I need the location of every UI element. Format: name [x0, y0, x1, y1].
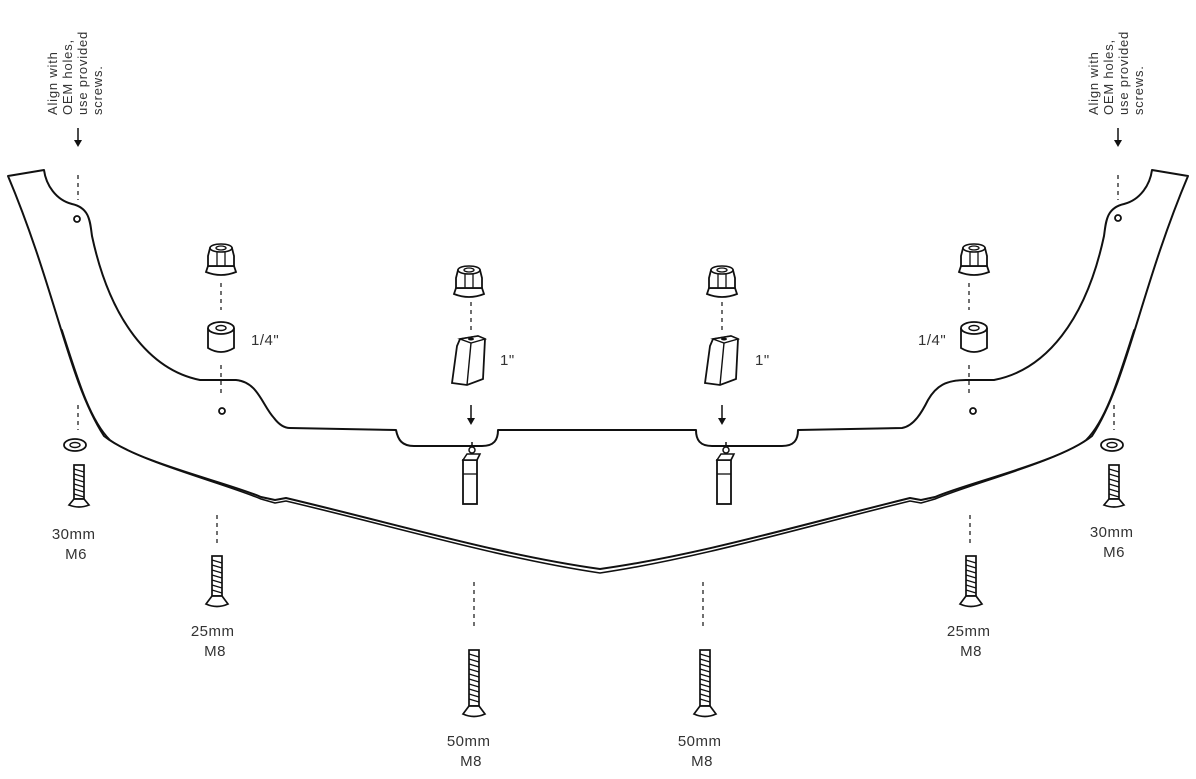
washer-left: [63, 438, 87, 452]
arrow-center-left: [467, 405, 475, 425]
spacer-quarter-inch-right: [960, 321, 988, 353]
oem-hole-right: [1114, 214, 1122, 222]
screw-label-center-right: 50mm M8: [678, 733, 726, 770]
flange-nut-right: [958, 243, 990, 276]
arrow-center-right: [718, 405, 726, 425]
spacer-label-right: 1/4": [918, 332, 946, 349]
screw-30mm-left: [68, 464, 90, 508]
arrow-right-note: [1114, 128, 1122, 147]
spacer-quarter-inch-left: [207, 321, 235, 353]
screw-25mm-left: [205, 555, 229, 608]
screw-50mm-right: [693, 649, 717, 718]
callout-note-right: Align with OEM holes, use provided screw…: [1086, 27, 1146, 115]
screw-label-outer-right: 30mm M6: [1090, 524, 1138, 561]
spacer-label-center-left: 1": [500, 352, 515, 369]
screw-50mm-left: [462, 649, 486, 718]
spacer-label-left: 1/4": [251, 332, 279, 349]
callout-note-left: Align with OEM holes, use provided screw…: [45, 27, 105, 115]
screw-label-center-left: 50mm M8: [447, 733, 495, 770]
flange-nut-center-left: [453, 265, 485, 298]
mount-hole-right: [969, 407, 977, 415]
wedge-spacer-center-right: [704, 335, 739, 386]
arrow-left-note: [74, 128, 82, 147]
bracket-center-left: [462, 441, 481, 505]
mount-hole-left: [218, 407, 226, 415]
screw-label-mid-left: 25mm M8: [191, 623, 239, 660]
screw-30mm-right: [1103, 464, 1125, 508]
wedge-spacer-center-left: [451, 335, 486, 386]
screw-label-outer-left: 30mm M6: [52, 526, 100, 563]
front-lip-outline: [7, 169, 1189, 574]
bracket-center-right: [716, 441, 735, 505]
flange-nut-center-right: [706, 265, 738, 298]
screw-label-mid-right: 25mm M8: [947, 623, 995, 660]
screw-25mm-right: [959, 555, 983, 608]
washer-right: [1100, 438, 1124, 452]
spacer-label-center-right: 1": [755, 352, 770, 369]
oem-hole-left: [73, 215, 81, 223]
flange-nut-left: [205, 243, 237, 276]
guide-lines: [77, 175, 1119, 630]
